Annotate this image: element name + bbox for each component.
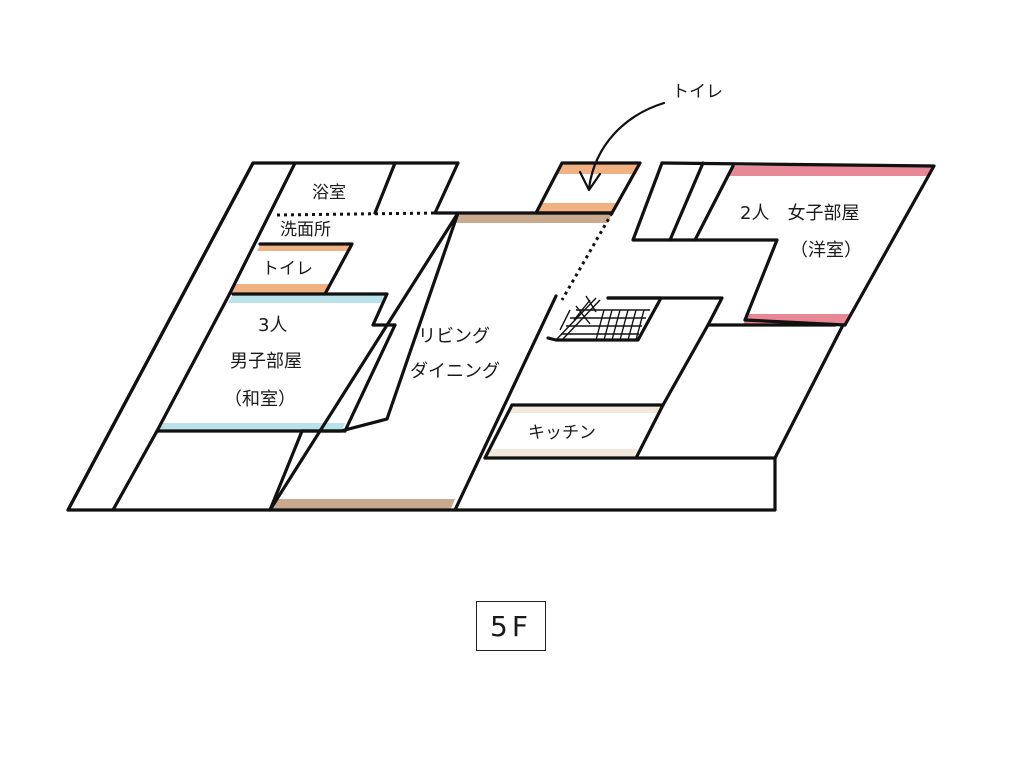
label-girls-room-1: 2人 女子部屋 bbox=[740, 203, 859, 224]
wall-kitchen-left bbox=[483, 403, 514, 460]
wall-bath-right bbox=[373, 161, 397, 215]
marker-girls-room-top bbox=[728, 166, 934, 176]
wall-living-right bbox=[453, 294, 558, 512]
label-girls-room-2: （洋室） bbox=[790, 240, 862, 261]
wall-living-left bbox=[268, 211, 460, 512]
marker-toilet-left-bottom bbox=[230, 284, 330, 294]
wall-left-inner-1 bbox=[111, 161, 297, 512]
label-toilet-callout: トイレ bbox=[672, 82, 723, 102]
marker-living-bottom bbox=[271, 499, 455, 511]
wall-bath-bottom bbox=[276, 211, 436, 217]
label-boys-room-3: （和室） bbox=[224, 389, 296, 410]
marker-boys-room-top bbox=[228, 294, 385, 303]
wall-left-inner-2 bbox=[66, 161, 255, 512]
walls bbox=[66, 161, 936, 512]
label-living-2: ダイニング bbox=[410, 361, 500, 382]
label-toilet-left: トイレ bbox=[262, 259, 313, 279]
marker-kitchen-top bbox=[508, 405, 664, 413]
label-washroom: 洗面所 bbox=[280, 220, 331, 240]
label-living-1: リビング bbox=[418, 326, 490, 347]
wall-right-corridor-2 bbox=[668, 161, 705, 242]
wall-living-bottom bbox=[268, 456, 777, 512]
wall-washroom-bottom bbox=[258, 242, 354, 296]
marker-kitchen-bottom bbox=[483, 449, 638, 457]
room-labels: トイレ 浴室 洗面所 トイレ 3人 男子部屋 （和室） リビング ダイニング キ… bbox=[224, 82, 862, 443]
marker-toilet-right-bottom bbox=[536, 203, 616, 214]
label-kitchen: キッチン bbox=[528, 423, 596, 443]
wall-toilet-right bbox=[534, 161, 642, 215]
staircase bbox=[546, 295, 663, 342]
floor-label: 5F bbox=[476, 601, 546, 651]
marker-toilet-right-top bbox=[557, 163, 640, 174]
curved-arrow-icon bbox=[578, 101, 666, 192]
wall-kitchen-right bbox=[634, 403, 665, 460]
label-boys-room-2: 男子部屋 bbox=[230, 351, 302, 372]
wall-living-opening bbox=[560, 212, 614, 301]
wall-hall-right bbox=[606, 296, 837, 327]
wall-girls-left bbox=[693, 164, 735, 242]
wall-left-block bbox=[66, 161, 460, 512]
marker-living-top bbox=[455, 213, 612, 223]
label-boys-room-1: 3人 bbox=[258, 315, 287, 336]
wall-right-corridor bbox=[631, 161, 779, 322]
wall-kitchen-side bbox=[661, 323, 710, 407]
wall-toilet-bottom bbox=[231, 292, 397, 327]
wall-boys-right bbox=[343, 323, 397, 433]
label-bath: 浴室 bbox=[312, 183, 346, 203]
